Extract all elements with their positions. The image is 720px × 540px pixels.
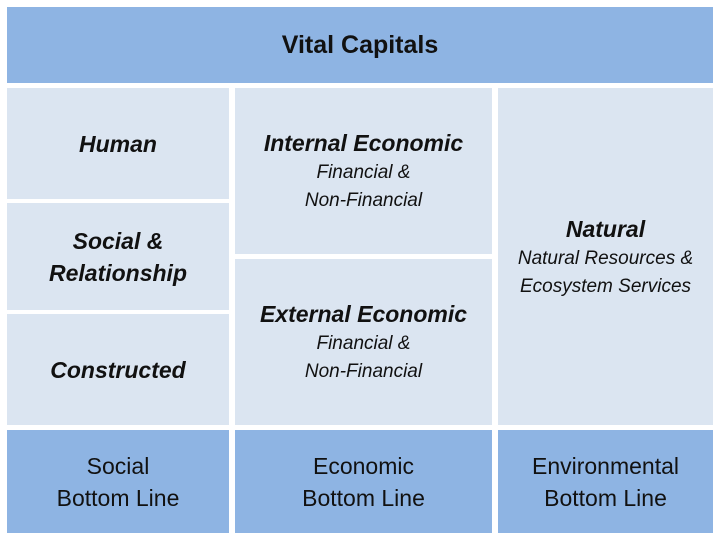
constructed-capital-cell: Constructed — [7, 314, 229, 425]
social-capital-cell: Social & Relationship — [7, 203, 229, 310]
internal-economic-subtitle: Financial & Non-Financial — [304, 162, 423, 211]
internal-economic-label: Internal Economic — [263, 130, 464, 156]
economic-bottom-line-cell: Economic Bottom Line — [235, 430, 492, 533]
social-capital-label: Social & Relationship — [48, 227, 187, 286]
natural-capital-cell: Natural Natural Resources & Ecosystem Se… — [498, 88, 713, 425]
natural-capital-subtitle: Natural Resources & Ecosystem Services — [517, 247, 694, 297]
human-capital-label: Human — [79, 130, 157, 157]
social-bottom-line-label: Social Bottom Line — [56, 452, 180, 511]
environmental-bottom-line-cell: Environmental Bottom Line — [498, 430, 713, 533]
external-economic-subtitle: Financial & Non-Financial — [304, 333, 423, 382]
external-economic-cell: External Economic Financial & Non-Financ… — [235, 259, 492, 425]
title-banner: Vital Capitals — [7, 7, 713, 83]
external-economic-label: External Economic — [259, 301, 468, 327]
constructed-capital-label: Constructed — [50, 356, 186, 383]
internal-economic-cell: Internal Economic Financial & Non-Financ… — [235, 88, 492, 254]
environmental-bottom-line-label: Environmental Bottom Line — [531, 452, 680, 511]
social-bottom-line-cell: Social Bottom Line — [7, 430, 229, 533]
diagram-title: Vital Capitals — [281, 30, 439, 59]
natural-capital-label: Natural — [565, 215, 646, 242]
human-capital-cell: Human — [7, 88, 229, 199]
economic-bottom-line-label: Economic Bottom Line — [302, 452, 425, 511]
